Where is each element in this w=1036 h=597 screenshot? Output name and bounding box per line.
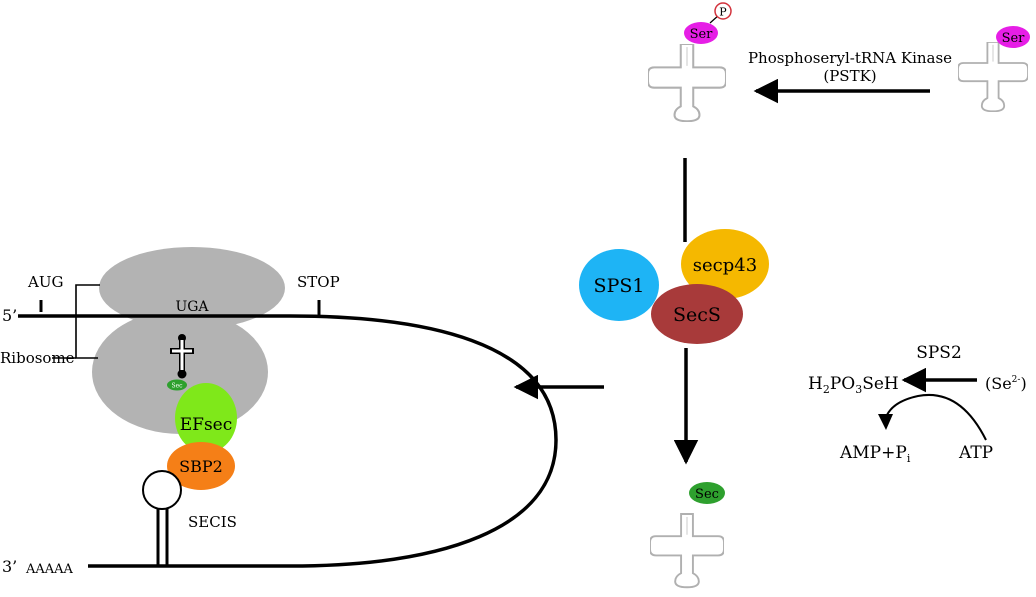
sbp2-label: SBP2 [179,457,223,476]
trna-bottom [650,512,724,589]
phospho-ring [714,2,732,20]
atp-curve [884,394,987,441]
mrna-loop [289,314,558,568]
ser-top-label: Ser [690,27,714,42]
ser-right-blob [996,26,1030,48]
secis-stem-loop [142,470,182,566]
trna-in-ribosome [170,334,194,379]
aug-label: AUG [27,273,63,291]
efsec-blob [175,383,237,453]
sec-bottom-blob [689,482,725,504]
secp43-blob [681,229,769,299]
atp-curve-head [878,414,893,430]
sbp2-blob [167,442,235,490]
ser-right-label: Ser [1002,31,1026,46]
secs-label: SecS [673,304,721,326]
secp43-label: secp43 [693,255,757,276]
ser-top-blob [684,22,718,44]
phospho-label: P [719,6,727,19]
sps1-label: SPS1 [594,275,645,297]
uga-label: UGA [175,299,209,315]
sec-small-label: Sec [171,383,183,390]
ribosome-large-subunit [99,247,285,329]
kinase-abbr-label: (PSTK) [823,67,876,85]
sec-bottom-label: Sec [695,487,719,502]
stop-label: STOP [297,273,340,291]
three-prime-label: 3’ [2,557,17,576]
sps2-label: SPS2 [916,343,962,363]
poly-a-label: AAAAA [25,562,74,577]
ribosome-bracket [75,284,100,359]
amp-label: AMP+Pi [839,443,911,465]
five-prime-label: 5’ [2,306,17,325]
efsec-label: EFsec [180,415,233,435]
kinase-name-label: Phosphoseryl-tRNA Kinase [748,49,952,67]
sps1-blob [579,249,659,321]
atp-label: ATP [958,443,993,463]
sec-small-blob [167,379,187,391]
secis-label: SECIS [188,513,237,531]
ribosome-label: Ribosome [0,349,75,367]
h2po3seh-label: H2PO3SeH [808,374,899,396]
se2-label: (Se2-) [985,374,1027,393]
secs-blob [651,284,743,344]
trna-right [958,42,1028,112]
trna-top [648,44,726,122]
